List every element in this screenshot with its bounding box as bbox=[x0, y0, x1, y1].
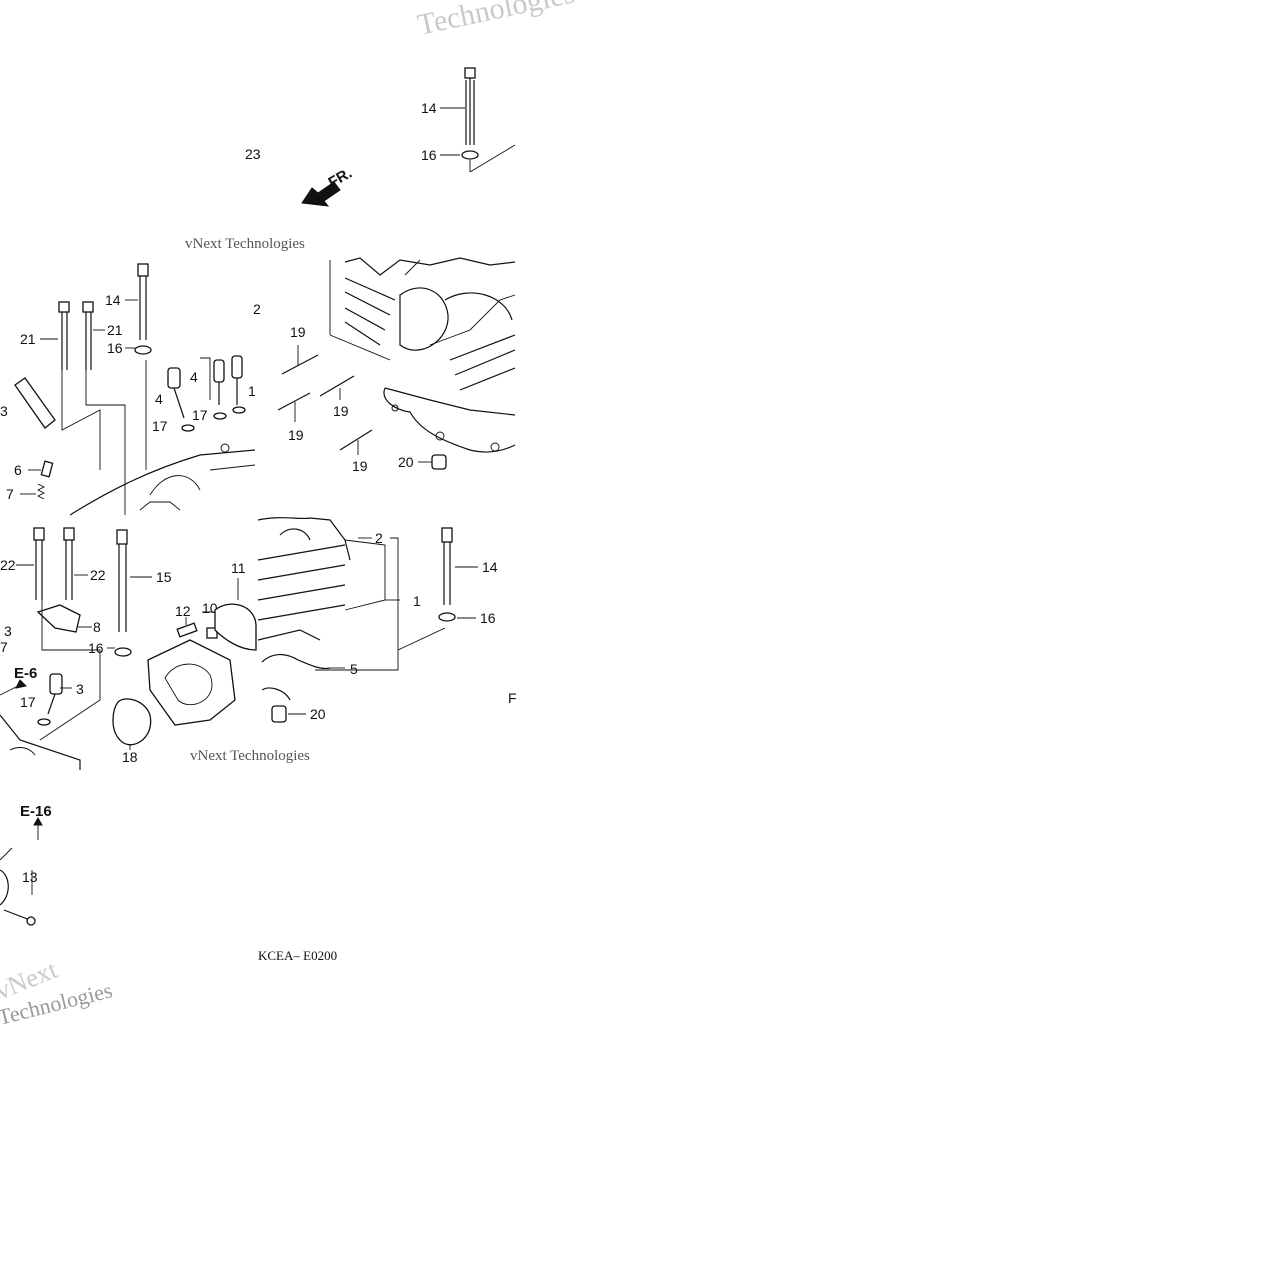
drawing-code: KCEA– E0200 bbox=[258, 948, 337, 963]
tile-middle-left: 14 16 21 21 3 4 4 17 17 1 2 bbox=[0, 263, 261, 516]
tile-top-right: 14 16 23 FR. bbox=[245, 67, 516, 207]
label-4: 4 bbox=[155, 391, 163, 407]
label-16: 16 bbox=[480, 610, 496, 626]
label-14: 14 bbox=[105, 292, 121, 308]
label-16: 16 bbox=[88, 640, 104, 656]
label-f-cut: F bbox=[508, 690, 517, 706]
label-5: 5 bbox=[350, 661, 358, 677]
label-23-cut: 23 bbox=[245, 146, 261, 162]
label-20: 20 bbox=[310, 706, 326, 722]
watermark-top: Technologies bbox=[415, 0, 578, 42]
label-16: 16 bbox=[107, 340, 123, 356]
ref-e6: E-6 bbox=[14, 665, 37, 682]
tile-bottom: E-16 13 KCEA– E0200 bbox=[0, 803, 337, 963]
label-1-cut: 1 bbox=[248, 383, 256, 399]
label-19: 19 bbox=[333, 403, 349, 419]
washer bbox=[461, 150, 479, 160]
watermark-mid-bottom: vNext Technologies bbox=[190, 748, 310, 764]
label-12: 12 bbox=[175, 603, 191, 619]
label-3: 3 bbox=[4, 623, 12, 639]
label-22: 22 bbox=[0, 557, 16, 573]
ref-e16: E-16 bbox=[20, 803, 52, 820]
label-22: 22 bbox=[90, 567, 106, 583]
tile-middle-right: 19 19 19 19 20 bbox=[277, 257, 516, 474]
label-16: 16 bbox=[421, 147, 437, 163]
front-arrow-icon bbox=[301, 181, 341, 207]
label-6: 6 bbox=[14, 462, 22, 478]
label-7: 7 bbox=[6, 486, 14, 502]
label-8: 8 bbox=[93, 619, 101, 635]
label-19: 19 bbox=[290, 324, 306, 340]
label-1: 1 bbox=[413, 593, 421, 609]
label-19: 19 bbox=[352, 458, 368, 474]
bolt-head bbox=[464, 67, 476, 79]
label-21: 21 bbox=[107, 322, 123, 338]
label-13: 13 bbox=[22, 869, 38, 885]
label-7: 7 bbox=[0, 639, 8, 655]
label-17: 17 bbox=[192, 407, 208, 423]
label-15: 15 bbox=[156, 569, 172, 585]
label-11: 11 bbox=[231, 560, 246, 576]
label-19: 19 bbox=[288, 427, 304, 443]
label-17: 17 bbox=[20, 694, 36, 710]
label-14: 14 bbox=[482, 559, 498, 575]
tile-lower-right: 2 1 5 14 16 20 F bbox=[257, 517, 517, 723]
tile-lower-left: 22 22 15 16 8 3 7 E-6 3 17 12 bbox=[0, 527, 257, 770]
label-2: 2 bbox=[375, 530, 383, 546]
label-10: 10 bbox=[202, 600, 218, 616]
label-3: 3 bbox=[0, 403, 8, 419]
label-18: 18 bbox=[122, 749, 138, 765]
label-14: 14 bbox=[421, 100, 437, 116]
label-20: 20 bbox=[398, 454, 414, 470]
watermark-mid-left: vNext Technologies bbox=[185, 236, 305, 252]
label-21: 21 bbox=[20, 331, 36, 347]
label-2-cut: 2 bbox=[253, 301, 261, 317]
label-3: 3 bbox=[76, 681, 84, 697]
label-4: 4 bbox=[190, 369, 198, 385]
label-17: 17 bbox=[152, 418, 168, 434]
watermarks: Technologies vNext Technologies vNext Te… bbox=[0, 0, 578, 1030]
